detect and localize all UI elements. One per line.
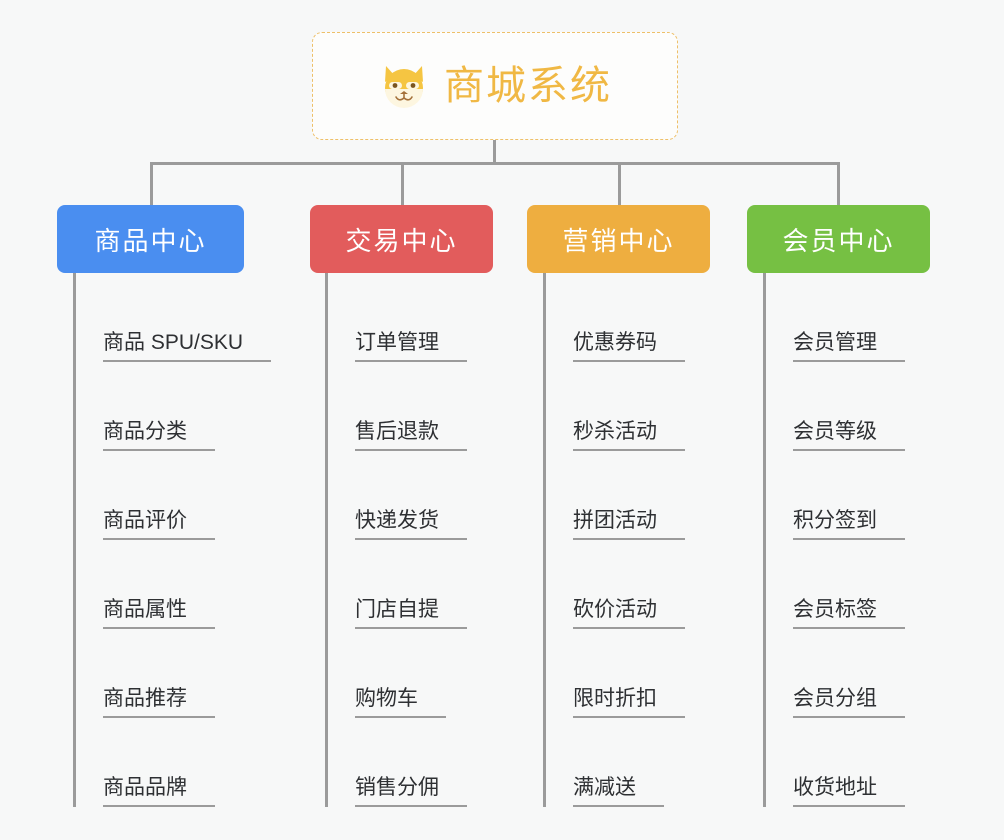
leaf-item[interactable]: 秒杀活动 — [543, 362, 685, 451]
branch-drop-line-3 — [618, 162, 621, 207]
leaf-item[interactable]: 会员管理 — [763, 273, 905, 362]
branch-label: 会员中心 — [782, 225, 895, 256]
leaf-column-2: 订单管理 售后退款 快递发货 门店自提 购物车 销售分佣 — [325, 273, 467, 807]
leaf-label: 会员标签 — [793, 598, 905, 629]
branch-drop-line-1 — [150, 162, 153, 207]
leaf-label: 销售分佣 — [355, 776, 467, 807]
branch-label: 交易中心 — [345, 225, 458, 256]
leaf-item[interactable]: 收货地址 — [763, 718, 905, 807]
leaf-label: 门店自提 — [355, 598, 467, 629]
leaf-label: 商品分类 — [103, 420, 215, 451]
leaf-trunk-line-4 — [763, 273, 766, 807]
leaf-label: 会员分组 — [793, 687, 905, 718]
leaf-item[interactable]: 商品评价 — [73, 451, 271, 540]
root-title: 商城系统 — [444, 64, 612, 108]
leaf-label: 会员等级 — [793, 420, 905, 451]
leaf-label: 商品品牌 — [103, 776, 215, 807]
leaf-item[interactable]: 拼团活动 — [543, 451, 685, 540]
leaf-item[interactable]: 优惠券码 — [543, 273, 685, 362]
root-stem-line — [493, 140, 496, 165]
leaf-label: 商品评价 — [103, 509, 215, 540]
leaf-label: 满减送 — [573, 776, 664, 807]
leaf-item[interactable]: 销售分佣 — [325, 718, 467, 807]
leaf-label: 商品推荐 — [103, 687, 215, 718]
branch-box-交易中心[interactable]: 交易中心 — [310, 205, 493, 273]
leaf-label: 拼团活动 — [573, 509, 685, 540]
leaf-item[interactable]: 商品推荐 — [73, 629, 271, 718]
leaf-label: 积分签到 — [793, 509, 905, 540]
leaf-label: 会员管理 — [793, 331, 905, 362]
branch-label: 营销中心 — [562, 225, 675, 256]
leaf-item[interactable]: 订单管理 — [325, 273, 467, 362]
leaf-label: 砍价活动 — [573, 598, 685, 629]
branch-drop-line-2 — [401, 162, 404, 207]
leaf-label: 商品属性 — [103, 598, 215, 629]
leaf-trunk-line-2 — [325, 273, 328, 807]
branch-box-商品中心[interactable]: 商品中心 — [57, 205, 244, 273]
leaf-label: 收货地址 — [793, 776, 905, 807]
leaf-item[interactable]: 限时折扣 — [543, 629, 685, 718]
leaf-label: 购物车 — [355, 687, 446, 718]
branch-bus-line — [150, 162, 840, 165]
leaf-column-3: 优惠券码 秒杀活动 拼团活动 砍价活动 限时折扣 满减送 — [543, 273, 685, 807]
shiba-dog-face-icon — [378, 60, 430, 112]
leaf-trunk-line-3 — [543, 273, 546, 807]
branch-drop-line-4 — [837, 162, 840, 207]
branch-box-会员中心[interactable]: 会员中心 — [747, 205, 930, 273]
leaf-item[interactable]: 商品 SPU/SKU — [73, 273, 272, 362]
leaf-label: 限时折扣 — [573, 687, 685, 718]
leaf-item[interactable]: 会员等级 — [763, 362, 905, 451]
leaf-label: 优惠券码 — [573, 331, 685, 362]
leaf-item[interactable]: 商品分类 — [73, 362, 271, 451]
leaf-item[interactable]: 购物车 — [325, 629, 467, 718]
leaf-column-4: 会员管理 会员等级 积分签到 会员标签 会员分组 收货地址 — [763, 273, 905, 807]
leaf-item[interactable]: 砍价活动 — [543, 540, 685, 629]
branch-box-营销中心[interactable]: 营销中心 — [527, 205, 710, 273]
leaf-column-1: 商品 SPU/SKU 商品分类 商品评价 商品属性 商品推荐 商品品牌 — [73, 273, 272, 807]
leaf-label: 订单管理 — [355, 331, 467, 362]
leaf-label: 快递发货 — [355, 509, 467, 540]
leaf-item[interactable]: 满减送 — [543, 718, 685, 807]
leaf-label: 商品 SPU/SKU — [103, 331, 272, 362]
leaf-item[interactable]: 商品品牌 — [73, 718, 271, 807]
branch-label: 商品中心 — [94, 225, 207, 256]
leaf-item[interactable]: 商品属性 — [73, 540, 271, 629]
root-node[interactable]: 商城系统 — [312, 32, 678, 140]
leaf-item[interactable]: 积分签到 — [763, 451, 905, 540]
leaf-label: 秒杀活动 — [573, 420, 685, 451]
leaf-item[interactable]: 会员标签 — [763, 540, 905, 629]
leaf-label: 售后退款 — [355, 420, 467, 451]
leaf-item[interactable]: 快递发货 — [325, 451, 467, 540]
leaf-item[interactable]: 会员分组 — [763, 629, 905, 718]
leaf-item[interactable]: 门店自提 — [325, 540, 467, 629]
leaf-item[interactable]: 售后退款 — [325, 362, 467, 451]
leaf-trunk-line-1 — [73, 273, 76, 807]
